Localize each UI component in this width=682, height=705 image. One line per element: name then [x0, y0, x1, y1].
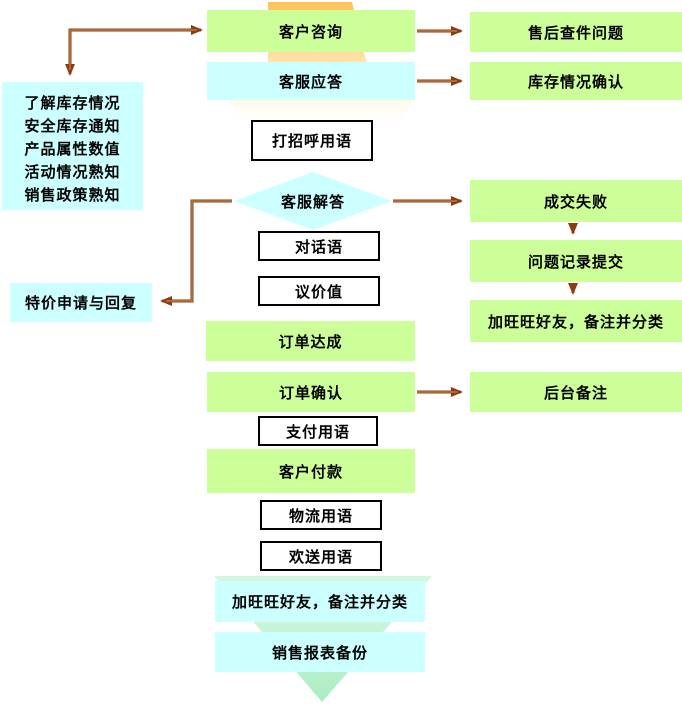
- node-special-price: 特价申请与回复: [10, 283, 152, 322]
- node-farewell-phrases: 欢送用语: [260, 541, 382, 571]
- node-add-wangwang-bottom: 加旺旺好友，备注并分类: [215, 581, 425, 622]
- node-logistics-phrases: 物流用语: [260, 500, 382, 530]
- knowledge-line: 产品属性数值: [24, 140, 121, 158]
- node-problem-record: 问题记录提交: [470, 240, 682, 282]
- node-backend-notes: 后台备注: [470, 372, 682, 412]
- connector-decision-specialprice-highlight: [166, 200, 232, 302]
- node-dialogue-phrases: 对话语: [258, 231, 380, 261]
- node-aftersales-tracking: 售后查件问题: [470, 12, 682, 52]
- node-payment-phrases: 支付用语: [258, 416, 378, 446]
- node-bargaining-value: 议价值: [258, 276, 380, 306]
- knowledge-line: 销售政策熟知: [24, 186, 121, 204]
- node-order-reached: 订单达成: [206, 321, 415, 361]
- knowledge-line: 安全库存通知: [24, 117, 121, 135]
- connector-inquiry-knowledge: [65, 25, 203, 76]
- connector-inquiry-knowledge-highlight: [69, 29, 197, 70]
- node-order-confirm: 订单确认: [207, 372, 415, 412]
- node-deal-failed: 成交失败: [470, 180, 682, 222]
- node-customer-payment: 客户付款: [207, 449, 415, 493]
- node-service-response: 客服应答: [207, 62, 415, 100]
- node-add-wangwang-right: 加旺旺好友，备注并分类: [470, 300, 682, 342]
- node-customer-inquiry: 客户咨询: [207, 10, 415, 52]
- knowledge-line: 了解库存情况: [24, 94, 121, 112]
- node-sales-report-backup: 销售报表备份: [215, 632, 425, 672]
- knowledge-line: 活动情况熟知: [24, 163, 121, 181]
- node-greeting-phrases: 打招呼用语: [251, 120, 373, 161]
- node-inventory-knowledge: 了解库存情况 安全库存通知 产品属性数值 活动情况熟知 销售政策熟知: [2, 82, 143, 210]
- connector-decision-specialprice: [160, 199, 232, 306]
- node-service-answer-decision: 客服解答: [234, 172, 392, 230]
- node-inventory-confirm: 库存情况确认: [470, 62, 682, 100]
